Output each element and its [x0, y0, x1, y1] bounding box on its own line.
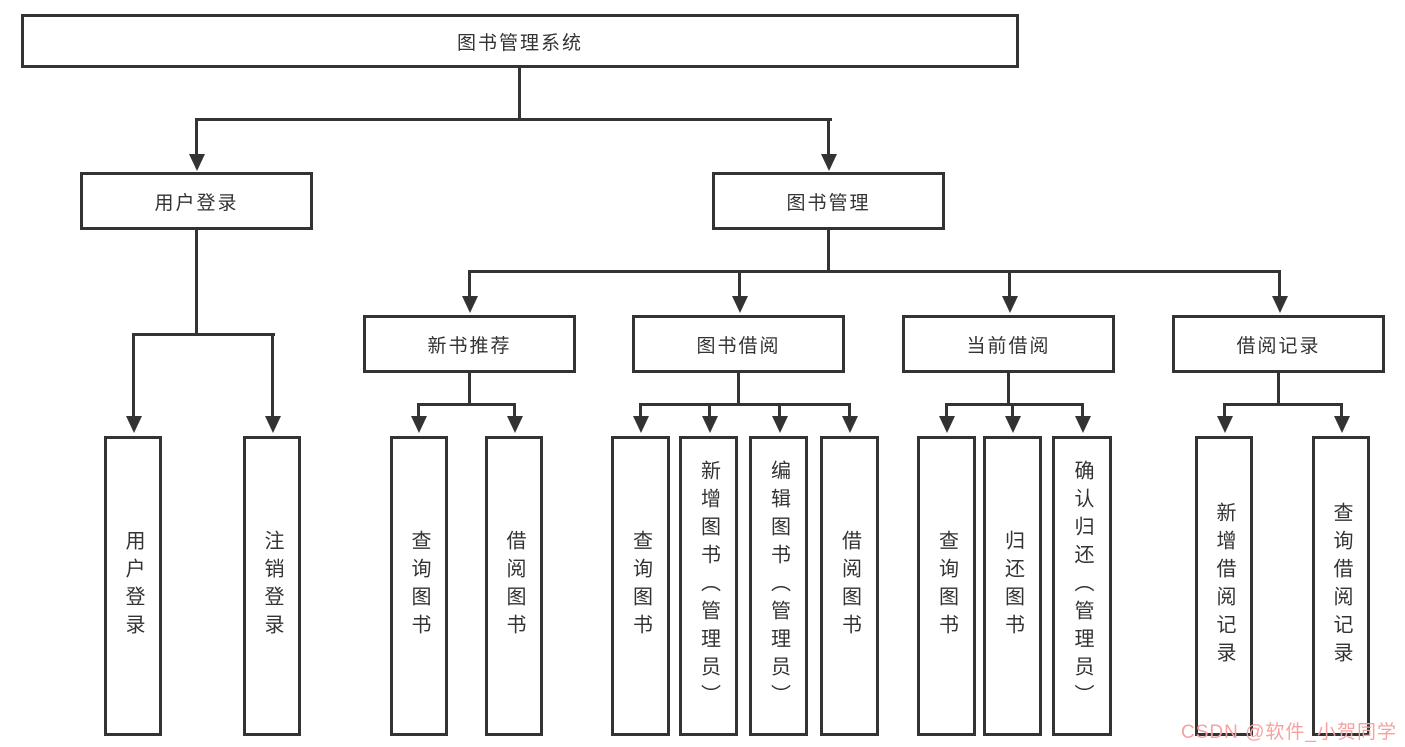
connector-drop-current — [1008, 270, 1011, 297]
node-root-library-system: 图书管理系统 — [21, 14, 1019, 68]
arrow-down-icon — [126, 416, 142, 433]
connector-drop — [1223, 403, 1226, 417]
arrow-down-icon — [702, 416, 718, 433]
node-leaf-query-books-2: 查询图书 — [611, 436, 670, 736]
connector-drop — [1011, 403, 1014, 417]
arrow-down-icon — [507, 416, 523, 433]
node-leaf-edit-book-admin: 编辑图书（管理员） — [749, 436, 808, 736]
connector-drop — [848, 403, 851, 417]
node-leaf-query-books-1: 查询图书 — [390, 436, 448, 736]
node-leaf-confirm-return-admin: 确认归还（管理员） — [1052, 436, 1112, 736]
connector-root-hbar — [196, 118, 832, 121]
connector-records-hbar — [1223, 403, 1343, 406]
connector-borrow-hbar — [639, 403, 851, 406]
arrow-down-icon — [411, 416, 427, 433]
arrow-down-icon — [772, 416, 788, 433]
connector-drop — [639, 403, 642, 417]
connector-drop — [945, 403, 948, 417]
node-leaf-query-books-3: 查询图书 — [917, 436, 976, 736]
connector-newbook-trunk — [468, 372, 471, 406]
node-leaf-user-login: 用户登录 — [104, 436, 162, 736]
connector-root-trunk — [518, 66, 521, 120]
arrow-down-icon — [732, 296, 748, 313]
arrow-down-icon — [1002, 296, 1018, 313]
connector-drop-login-leaf — [132, 333, 135, 417]
connector-newbook-hbar — [418, 403, 516, 406]
arrow-down-icon — [1272, 296, 1288, 313]
connector-bookmgmt-trunk — [827, 229, 830, 273]
connector-drop — [1081, 403, 1084, 417]
node-leaf-add-book-admin: 新增图书（管理员） — [679, 436, 738, 736]
arrow-down-icon — [633, 416, 649, 433]
connector-userlogin-hbar — [132, 333, 275, 336]
arrow-down-icon — [265, 416, 281, 433]
arrow-down-icon — [939, 416, 955, 433]
connector-borrow-trunk — [737, 372, 740, 406]
connector-drop-borrow — [738, 270, 741, 297]
connector-current-trunk — [1007, 372, 1010, 406]
node-book-borrowing: 图书借阅 — [632, 315, 845, 373]
connector-bookmgmt-hbar — [468, 270, 1281, 273]
node-user-login: 用户登录 — [80, 172, 313, 230]
connector-records-trunk — [1277, 372, 1280, 406]
arrow-down-icon — [842, 416, 858, 433]
watermark: CSDN @软件_小贺同学 — [1181, 722, 1397, 743]
arrow-down-icon — [1005, 416, 1021, 433]
arrow-down-icon — [189, 154, 205, 171]
arrow-down-icon — [821, 154, 837, 171]
connector-drop — [708, 403, 711, 417]
connector-drop — [513, 403, 516, 417]
node-leaf-query-borrow-record: 查询借阅记录 — [1312, 436, 1370, 736]
connector-drop — [1340, 403, 1343, 417]
node-current-borrowing: 当前借阅 — [902, 315, 1115, 373]
node-leaf-return-book: 归还图书 — [983, 436, 1042, 736]
connector-drop — [417, 403, 420, 417]
node-leaf-logout: 注销登录 — [243, 436, 301, 736]
node-new-book-recommendation: 新书推荐 — [363, 315, 576, 373]
connector-drop — [778, 403, 781, 417]
node-leaf-borrow-books-2: 借阅图书 — [820, 436, 879, 736]
arrow-down-icon — [1075, 416, 1091, 433]
connector-current-hbar — [945, 403, 1084, 406]
connector-drop-logout-leaf — [271, 333, 274, 417]
arrow-down-icon — [462, 296, 478, 313]
node-leaf-borrow-books-1: 借阅图书 — [485, 436, 543, 736]
node-book-management: 图书管理 — [712, 172, 945, 230]
arrow-down-icon — [1217, 416, 1233, 433]
connector-drop-records — [1278, 270, 1281, 297]
arrow-down-icon — [1334, 416, 1350, 433]
connector-drop-book-mgmt — [827, 118, 830, 155]
node-borrowing-records: 借阅记录 — [1172, 315, 1385, 373]
connector-drop-newbook — [468, 270, 471, 297]
connector-userlogin-trunk — [195, 229, 198, 336]
node-leaf-add-borrow-record: 新增借阅记录 — [1195, 436, 1253, 736]
connector-drop-user-login — [195, 118, 198, 155]
